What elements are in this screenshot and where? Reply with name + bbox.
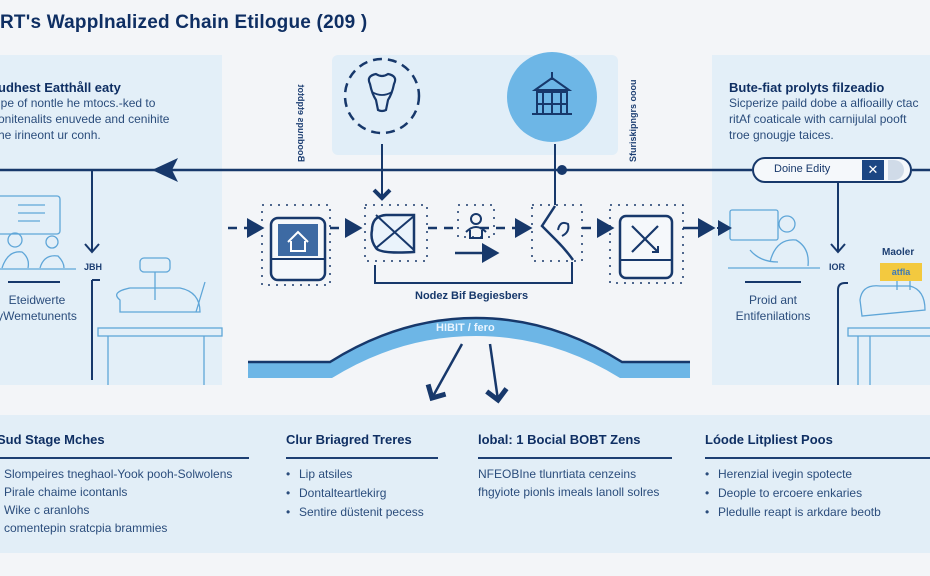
left-card-line: he irineont ur conh.: [0, 128, 101, 142]
done-edit-pill[interactable]: Doine Edity ✕: [752, 157, 912, 183]
column-heading: lobal: 1 Bocial BOBT Zens: [478, 432, 641, 447]
feedback-bracket: [374, 262, 573, 284]
right-office-illustration: [728, 209, 930, 385]
person-node[interactable]: [455, 204, 500, 263]
hand-node[interactable]: [531, 204, 583, 262]
envelope-node[interactable]: [364, 204, 428, 262]
summary-column-1: Sud Stage Mches Slompeires tneghaol-Yook…: [0, 432, 249, 537]
column-heading: Lóode Litpliest Poos: [705, 432, 833, 447]
summary-column-4: Lóode Litpliest Poos Herenzial ivegin sp…: [705, 432, 930, 522]
page-title: RT's Wapplnalized Chain Etilogue (209 ): [0, 12, 368, 33]
right-drop-arrow: [830, 183, 848, 385]
list-item: Herenzial ivegin spotecte: [705, 465, 930, 484]
junction-dot: [557, 165, 567, 175]
badge-title: Maoler: [882, 247, 915, 258]
list-item: Deople to ercoere enkaries: [705, 484, 930, 503]
wave-arrow-right: [485, 343, 509, 404]
column-rule: [286, 457, 438, 459]
status-badge: atfla: [880, 263, 922, 281]
close-icon[interactable]: ✕: [862, 160, 884, 180]
right-panel: [712, 55, 930, 385]
right-card-line: Sicperize paild dobe a alfioailly ctac: [729, 96, 919, 110]
left-scene-caption: Eteidwerte yWemetunents: [0, 292, 78, 324]
column-rule: [0, 457, 249, 459]
close-box-node[interactable]: [609, 204, 684, 284]
left-office-illustration: [0, 195, 223, 385]
pill-end-cap: [888, 160, 904, 180]
wave-arrow-left: [425, 343, 464, 402]
left-info-card: udhest Eatthåll eaty ipe of nontle he mt…: [0, 80, 169, 143]
summary-column-3: lobal: 1 Bocial BOBT Zens NFEOBIne tlunr…: [478, 432, 672, 501]
dental-tooth-icon: [343, 57, 421, 135]
list-item: Wike c aranlohs: [4, 503, 90, 517]
right-card-line: troe gnougje taices.: [729, 128, 834, 142]
list-item: Lip atsiles: [286, 465, 438, 484]
list-item: comentepin sratcpia brammies: [4, 521, 168, 535]
house-screen-node[interactable]: [261, 204, 331, 286]
wave-band: [248, 316, 690, 378]
right-info-card: Bute-fiat prolyts filzeadio Sicperize pa…: [729, 80, 918, 143]
left-card-line: ipe of nontle he mtocs.-ked to: [0, 96, 156, 110]
list-item: NFEOBIne tlunrtiata cenzeins: [478, 467, 637, 481]
building-icon: [507, 52, 597, 142]
summary-column-2: Clur Briagred Treres Lip atsiles Dontalt…: [286, 432, 438, 522]
pill-label: Doine Edity: [774, 163, 831, 175]
left-card-heading: udhest Eatthåll eaty: [0, 80, 121, 95]
list-item: fhgyiote pionls imeals lanoll solres: [478, 485, 660, 499]
right-card-line: ritAf coaticale with carnijulal pooft: [729, 112, 907, 126]
left-caption-line: Eteidwerte: [8, 293, 66, 307]
column-rule: [705, 457, 930, 459]
list-item: Pirale chaime icontanls: [4, 485, 128, 499]
list-item: Sentire düstenit pecess: [286, 503, 438, 522]
column-rule: [478, 457, 672, 459]
right-scene-caption: Proid ant Entifenilations: [728, 292, 818, 324]
left-drop-arrow: [84, 170, 100, 380]
big-left-arrow-icon: [152, 158, 178, 182]
left-caption-line: yWemetunents: [0, 309, 77, 323]
list-item: Dontalteartlekirg: [286, 484, 438, 503]
right-card-heading: Bute-fiat prolyts filzeadio: [729, 80, 885, 95]
list-item: Slompeires tneghaol-Yook pooh-Solwolens: [4, 467, 233, 481]
column-heading: Sud Stage Mches: [0, 432, 105, 447]
right-caption-line: Proid ant: [748, 293, 798, 307]
pipeline-label: Nodez Bif Begiesbers: [415, 290, 529, 302]
list-item: Pledulle reapt is arkdare beotb: [705, 503, 930, 522]
left-arrow-label: JBH: [84, 262, 103, 272]
column-heading: Clur Briagred Treres: [286, 432, 412, 447]
right-caption-line: Entifenilations: [735, 309, 811, 323]
wave-label: HIBIT / fero: [436, 322, 495, 334]
left-card-line: onitenalits enuvede and cenihite: [0, 112, 170, 126]
right-arrow-label: IOR: [829, 262, 846, 272]
left-panel: [0, 55, 222, 385]
